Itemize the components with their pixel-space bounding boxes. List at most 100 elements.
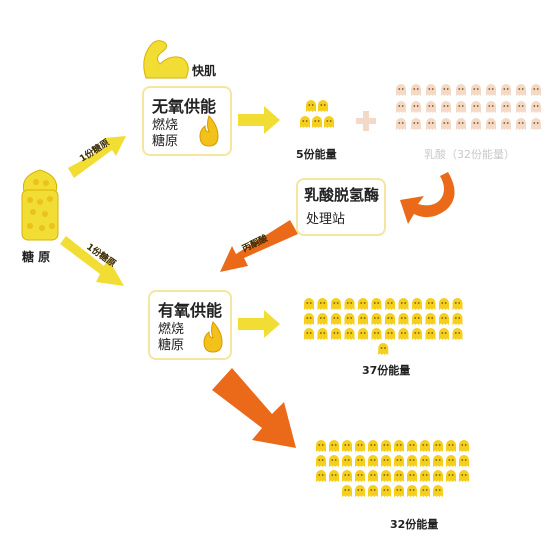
energy-token-icon: [385, 298, 395, 310]
anaerobic-box: 无氧供能 燃烧 糖原: [142, 86, 232, 156]
lactate-token-icon: [516, 84, 526, 96]
lactate-token-icon: [501, 118, 511, 130]
energy-token-icon: [342, 440, 352, 452]
energy-token-icon: [371, 313, 382, 325]
ldh-subtitle: 处理站: [306, 212, 346, 227]
energy-token-icon: [433, 455, 443, 467]
energy-token-icon: [398, 328, 409, 340]
energy-token-icon: [446, 455, 456, 467]
energy-token-icon: [398, 298, 409, 310]
energy-token-icon: [433, 440, 443, 452]
lactate-token-icon: [486, 118, 496, 130]
anaerobic-title: 无氧供能: [152, 97, 217, 116]
energy-token-icon: [420, 485, 430, 497]
lactate-token-icon: [501, 101, 511, 113]
energy-token-icon: [368, 485, 378, 497]
energy-token-icon: [381, 485, 391, 497]
anaerobic-line1: 燃烧: [152, 118, 179, 133]
energy-token-icon: [420, 455, 430, 467]
lactate-token-icon: [471, 118, 481, 130]
arrow-aerobic-to-energy32: [212, 368, 296, 448]
arrow-anaerobic-to-energy: [238, 106, 280, 134]
energy-token-icon: [446, 440, 456, 452]
energy-token-icon: [331, 313, 341, 325]
lactate-token-icon: [411, 118, 421, 130]
energy-token-icon: [412, 298, 422, 310]
energy-token-icon: [342, 455, 352, 467]
flame-icon: [203, 321, 223, 353]
energy-token-icon: [355, 440, 365, 452]
energy-token-icon: [331, 298, 341, 310]
glycogen-jar-icon: [21, 169, 59, 241]
lactate-token-icon: [411, 84, 421, 96]
energy-token-icon: [342, 485, 352, 497]
ldh-box: 乳酸脱氢酶 处理站: [296, 178, 386, 236]
energy37-label: 37份能量: [362, 364, 411, 377]
lactate-token-icon: [441, 84, 451, 96]
lactate-token-icon: [456, 101, 466, 113]
energy-token-icon: [329, 470, 339, 482]
lactate-token-icon: [486, 101, 496, 113]
energy-token-icon: [371, 328, 382, 340]
energy-token-icon: [425, 328, 436, 340]
anaerobic-line2: 糖原: [152, 134, 179, 149]
energy-token-icon: [358, 313, 368, 325]
lactate-label: 乳酸（32份能量）: [424, 148, 515, 161]
arrow-ldh-to-aerobic: [220, 220, 298, 272]
aerobic-line1: 燃烧: [158, 322, 185, 337]
energy-token-icon: [344, 328, 355, 340]
energy-token-icon: [425, 313, 436, 325]
energy-token-icon: [344, 313, 355, 325]
energy-token-icon: [368, 470, 378, 482]
lactate-token-icon: [411, 101, 421, 113]
energy-token-icon: [324, 116, 334, 128]
energy-token-icon: [316, 470, 326, 482]
energy-token-icon: [371, 298, 382, 310]
energy-token-icon: [342, 470, 352, 482]
lactate-token-icon: [531, 101, 541, 113]
energy-token-icon: [385, 328, 395, 340]
energy-token-icon: [446, 470, 456, 482]
bicep-icon: [143, 40, 189, 79]
lactate-token-icon: [471, 101, 481, 113]
energy-token-icon: [300, 116, 310, 128]
energy32-label: 32份能量: [390, 518, 439, 531]
aerobic-line2: 糖原: [158, 338, 185, 353]
energy-token-icon: [420, 440, 430, 452]
plus-icon: [356, 111, 376, 131]
energy-token-icon: [331, 328, 341, 340]
energy-token-icon: [398, 313, 409, 325]
lactate-token-icon: [531, 118, 541, 130]
energy-token-icon: [433, 485, 443, 497]
energy-token-icon: [304, 328, 314, 340]
energy-token-icon: [378, 343, 389, 355]
energy-token-icon: [358, 328, 368, 340]
lactate-token-icon: [501, 84, 511, 96]
lactate-token-icon: [441, 118, 451, 130]
energy-token-icon: [355, 455, 365, 467]
energy-token-icon: [407, 470, 417, 482]
lactate-token-icon: [516, 101, 526, 113]
ldh-title: 乳酸脱氢酶: [304, 186, 380, 204]
arrow-lactate-to-ldh: [400, 172, 455, 224]
energy-token-icon: [317, 298, 328, 310]
energy-token-icon: [459, 470, 469, 482]
energy-token-icon: [381, 470, 391, 482]
lactate-token-icon: [441, 101, 451, 113]
energy5-label: 5份能量: [296, 148, 337, 161]
lactate-token-icon: [396, 118, 406, 130]
energy-token-icon: [368, 455, 378, 467]
energy-token-icon: [407, 485, 417, 497]
energy-token-icon: [329, 440, 339, 452]
lactate-token-icon: [426, 84, 436, 96]
energy-token-icon: [385, 313, 395, 325]
energy-token-icon: [304, 313, 314, 325]
energy-token-icon: [425, 298, 436, 310]
arrow-glycogen-to-aerobic: [60, 236, 124, 286]
energy-token-icon: [412, 328, 422, 340]
energy-token-icon: [355, 485, 365, 497]
energy-token-icon: [452, 298, 463, 310]
lactate-token-icon: [456, 118, 466, 130]
energy-token-icon: [394, 470, 404, 482]
